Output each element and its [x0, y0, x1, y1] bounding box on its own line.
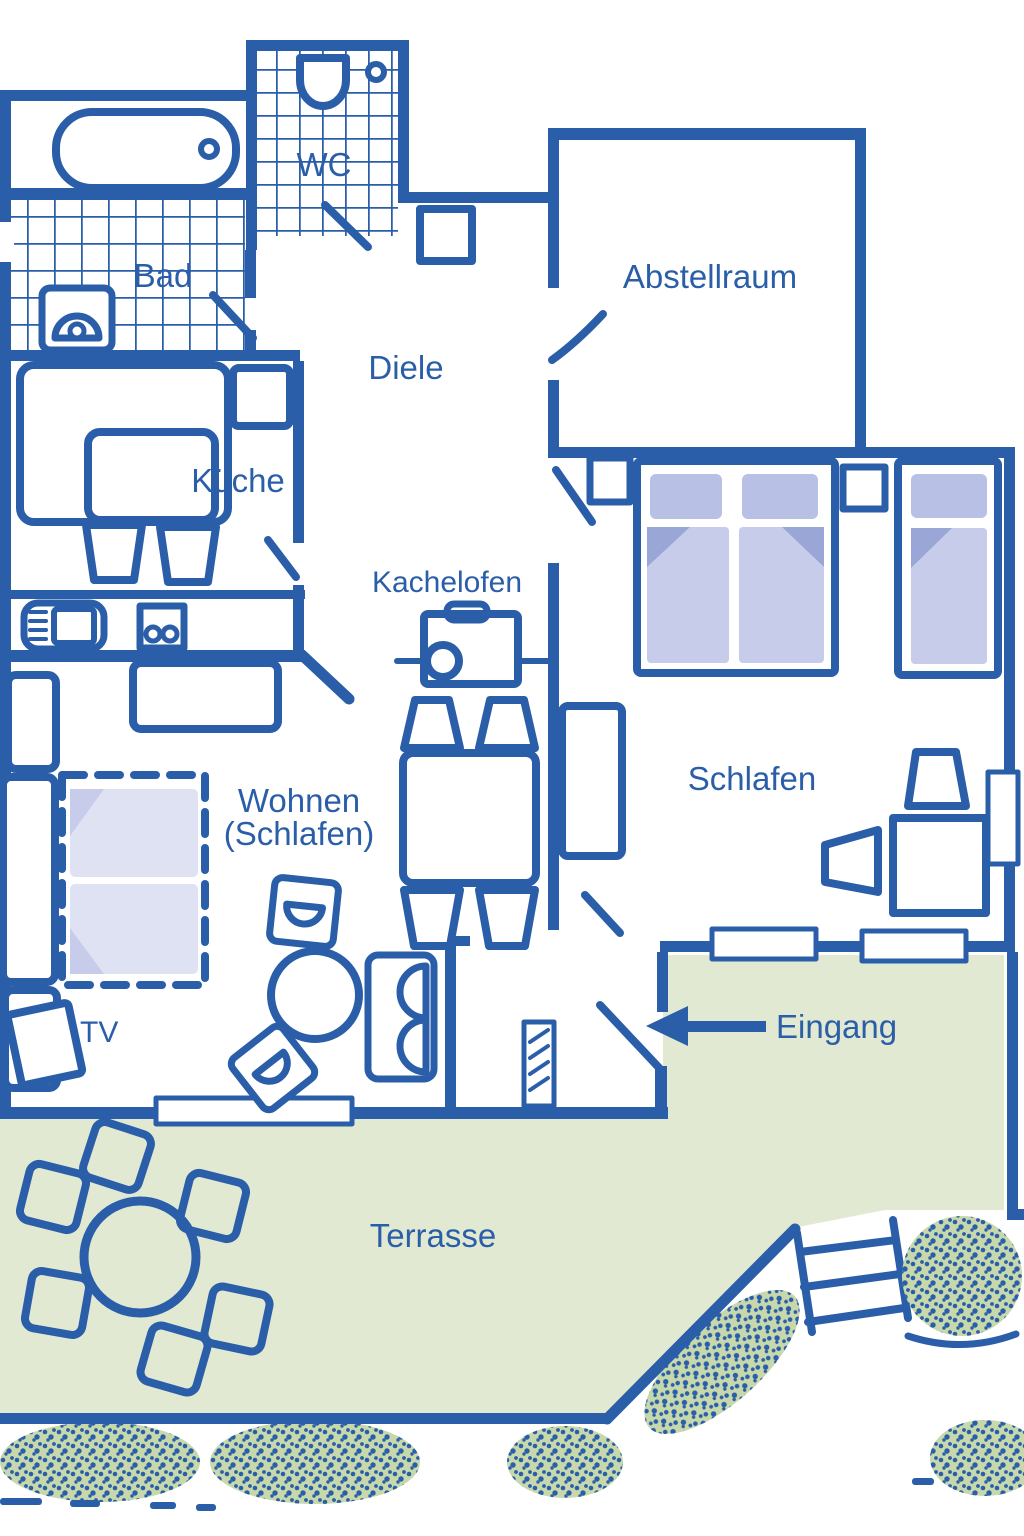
- window-gap: [0, 222, 14, 262]
- nightstand-icon: [839, 463, 889, 513]
- hedge-icon: [644, 1290, 800, 1434]
- bedroom-chair-icon: [904, 748, 970, 810]
- sofabed-head-icon: [0, 773, 59, 986]
- terrace-chair-icon: [200, 1282, 274, 1356]
- bathtub-drain-icon: [198, 138, 220, 160]
- label-wohnen-2: (Schlafen): [224, 815, 374, 852]
- label-eingang: Eingang: [776, 1008, 897, 1045]
- label-terrasse: Terrasse: [370, 1217, 497, 1254]
- tiled-stove-icon: [420, 600, 522, 688]
- wc-fixtures: [296, 54, 387, 110]
- sofabed-mattress-icon: [70, 789, 198, 974]
- toilet-icon: [296, 54, 350, 110]
- kitchen-furniture: [4, 361, 294, 773]
- label-wohnen-1: Wohnen: [238, 782, 360, 819]
- sofa-icon: [364, 951, 438, 1083]
- sofabed-outline-icon: [58, 771, 209, 989]
- item-labels: TV Eingang: [80, 1008, 897, 1049]
- dining-chair-icon: [400, 696, 464, 752]
- label-wc: WC: [297, 146, 352, 183]
- terrace-area: [0, 955, 1024, 1511]
- hall-cabinet-icon: [416, 205, 476, 265]
- garden-steps-icon: [793, 1216, 912, 1336]
- dining-table-icon: [399, 749, 540, 887]
- label-tv: TV: [80, 1016, 118, 1049]
- terrace-table-icon: [79, 1196, 201, 1318]
- hedge-icon: [507, 1426, 623, 1498]
- sideboard-icon: [129, 659, 282, 733]
- tv-icon: [3, 999, 87, 1089]
- sink-grill-icon: [28, 610, 48, 641]
- entrance-arrow-icon: [646, 1006, 766, 1046]
- shelf-icon: [4, 671, 60, 773]
- window-icon: [153, 1095, 355, 1127]
- armchair-icon: [266, 874, 342, 950]
- ground-marks: [0, 1478, 934, 1511]
- walls: [0, 40, 1024, 1424]
- dining-set: [399, 696, 626, 950]
- burner-icon: [160, 624, 180, 644]
- bathroom-fixtures: [38, 108, 240, 354]
- wc-door-icon: [321, 201, 372, 251]
- storage-door-icon: [548, 310, 607, 364]
- window-icon: [985, 769, 1021, 867]
- terrace-chair-icon: [79, 1118, 155, 1194]
- terrace-chair-icon: [136, 1321, 212, 1397]
- bedroom-door-icon: [552, 466, 596, 526]
- doors: [209, 201, 667, 1076]
- label-bad: Bad: [134, 257, 193, 294]
- nightstand-icon: [586, 454, 634, 506]
- double-bed-icon: [633, 457, 839, 677]
- bath-sink-drain-icon: [67, 321, 87, 341]
- label-schlafen: Schlafen: [688, 760, 816, 797]
- bedroom-table-icon: [889, 814, 990, 917]
- wardrobe-icon: [558, 702, 626, 860]
- terrace-chair-icon: [15, 1159, 91, 1235]
- window-icon: [709, 926, 819, 962]
- kitchen-door-icon: [264, 536, 300, 581]
- dining-chair-icon: [475, 886, 539, 950]
- terrace-ground: [0, 955, 1004, 1416]
- bush-icon: [902, 1216, 1022, 1349]
- burner-icon: [143, 624, 163, 644]
- terrace-chairs: [15, 1118, 274, 1397]
- hedges: [0, 1290, 1024, 1511]
- bedroom-furniture: [586, 454, 1002, 917]
- bath-door-icon: [209, 291, 257, 342]
- label-diele: Diele: [368, 349, 443, 386]
- diagonal-walls: [296, 649, 801, 1425]
- mirror-icon: [521, 1019, 557, 1109]
- sink-basin-icon: [51, 606, 97, 646]
- terrace-chair-icon: [175, 1168, 251, 1244]
- label-kueche: Küche: [191, 462, 285, 499]
- kitchen-table-icon: [84, 428, 219, 524]
- kitchen-chair-icon: [156, 523, 220, 586]
- coffee-table-icon: [267, 947, 363, 1043]
- bedroom-chair-icon: [821, 826, 882, 896]
- entrance-door-icon: [596, 1001, 667, 1076]
- hall-door-icon: [581, 891, 624, 937]
- kitchen-chair-icon: [229, 364, 294, 430]
- room-labels: WC Bad Diele Abstellraum Küche Kachelofe…: [134, 146, 817, 1254]
- label-abstellraum: Abstellraum: [623, 258, 797, 295]
- dining-chair-icon: [475, 696, 539, 752]
- terrace-chair-icon: [20, 1266, 94, 1340]
- hedge-icon: [210, 1420, 420, 1504]
- hedge-icon: [930, 1420, 1024, 1496]
- label-kachelofen: Kachelofen: [372, 566, 522, 599]
- dining-chair-icon: [400, 886, 464, 950]
- living-room-furniture: [0, 771, 557, 1114]
- armchair-icon: [227, 1022, 319, 1114]
- window-icon: [859, 928, 969, 964]
- hedge-icon: [0, 1422, 200, 1502]
- flush-button-icon: [365, 61, 387, 83]
- single-bed-icon: [894, 457, 1002, 679]
- kitchen-chair-icon: [82, 521, 146, 584]
- bathtub-icon: [52, 108, 240, 192]
